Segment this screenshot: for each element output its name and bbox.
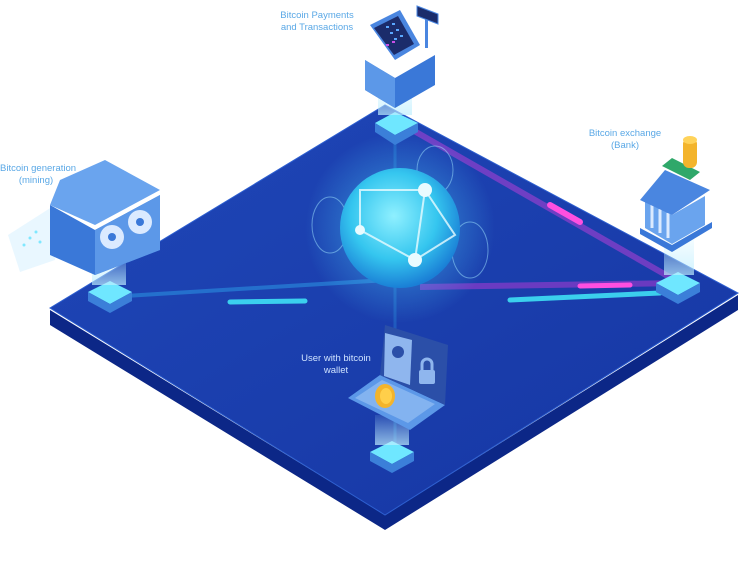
globe-node: [305, 133, 495, 323]
laptop-wallet-icon: [348, 325, 448, 430]
label-line: User with bitcoin: [301, 353, 371, 364]
label-line: wallet: [323, 365, 349, 376]
label-line: Bitcoin exchange: [588, 128, 662, 139]
label-line: (mining): [18, 175, 54, 186]
node-pad-right: [656, 272, 700, 304]
label-exchange: Bitcoin exchange (Bank): [585, 128, 665, 152]
mining-rig-icon: [8, 160, 160, 275]
label-line: Bitcoin Payments: [280, 10, 354, 21]
payment-terminal-icon: [365, 5, 439, 108]
bank-building-icon: [640, 136, 712, 252]
node-pad-top: [375, 112, 418, 145]
label-line: (Bank): [611, 140, 639, 151]
node-pad-left: [88, 281, 132, 313]
label-wallet: User with bitcoin wallet: [296, 353, 376, 377]
label-line: and Transactions: [280, 22, 354, 33]
label-line: Bitcoin generation: [0, 163, 77, 174]
node-pad-bottom: [370, 441, 414, 473]
label-payments: Bitcoin Payments and Transactions: [272, 10, 362, 34]
label-mining: Bitcoin generation (mining): [0, 163, 77, 187]
